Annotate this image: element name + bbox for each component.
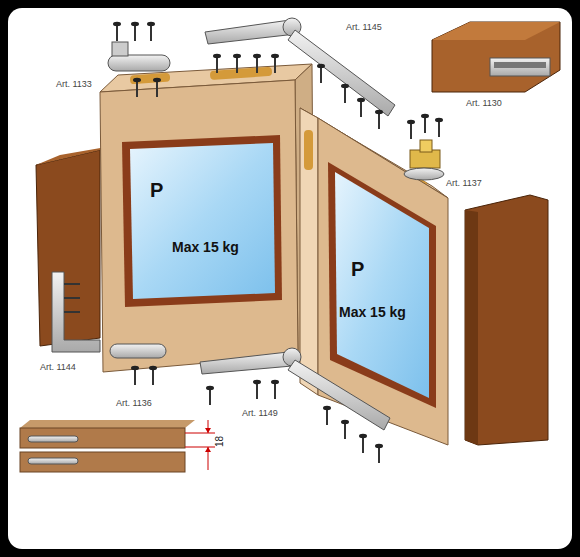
- part-number: Art. 1145: [346, 22, 382, 32]
- part-number: Art. 1130: [466, 98, 502, 108]
- glass-panel: P Max 15 kg: [337, 228, 429, 354]
- part-number: Art. 1149: [242, 408, 278, 418]
- glass-panel: P Max 15 kg: [130, 149, 273, 299]
- max-load-text: Max 15 kg: [172, 239, 239, 255]
- part-number: Art. 1133: [56, 79, 92, 89]
- part-number: Art. 1144: [40, 362, 76, 372]
- load-symbol: P: [351, 258, 364, 281]
- dimension-label: 18: [214, 436, 225, 447]
- max-load-text: Max 15 kg: [339, 304, 406, 320]
- part-number: Art. 1136: [116, 398, 152, 408]
- load-symbol: P: [150, 179, 163, 202]
- part-number: Art. 1137: [446, 178, 482, 188]
